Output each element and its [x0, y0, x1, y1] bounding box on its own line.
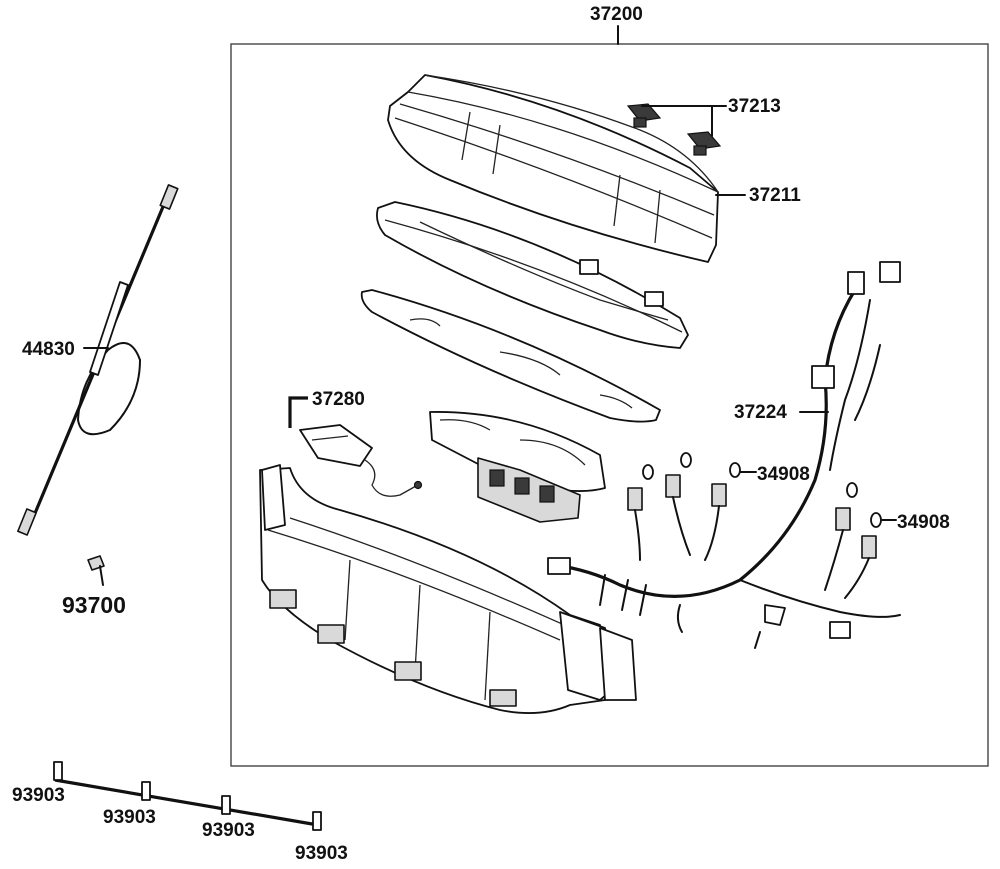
speedometer-cable	[17, 184, 179, 536]
label-34908-b: 34908	[897, 512, 950, 533]
label-37280: 37280	[312, 389, 365, 410]
label-93903-2: 93903	[103, 807, 156, 828]
bulb-sockets	[627, 452, 882, 599]
label-93903-1: 93903	[12, 785, 65, 806]
label-93903-3: 93903	[202, 820, 255, 841]
label-37213: 37213	[728, 96, 781, 117]
label-93903-4: 93903	[295, 843, 348, 864]
label-37211: 37211	[749, 185, 801, 206]
label-37224: 37224	[734, 402, 787, 423]
label-93700: 93700	[62, 592, 126, 618]
lens-frame	[376, 201, 689, 349]
tie-strap	[53, 761, 322, 831]
label-34908-a: 34908	[757, 464, 810, 485]
wire-harness	[547, 261, 901, 639]
meter-cover	[387, 74, 719, 263]
label-37200: 37200	[590, 4, 643, 25]
gauge-body	[429, 411, 606, 523]
sensor-leader	[288, 396, 308, 428]
sensor-part	[299, 424, 423, 497]
dial-plate	[360, 289, 661, 423]
assembly-frame	[230, 43, 989, 767]
label-44830: 44830	[22, 339, 75, 360]
small-screws	[599, 574, 761, 649]
screw-93700	[87, 555, 105, 586]
clip-parts	[626, 103, 722, 156]
lower-housing	[259, 464, 637, 714]
